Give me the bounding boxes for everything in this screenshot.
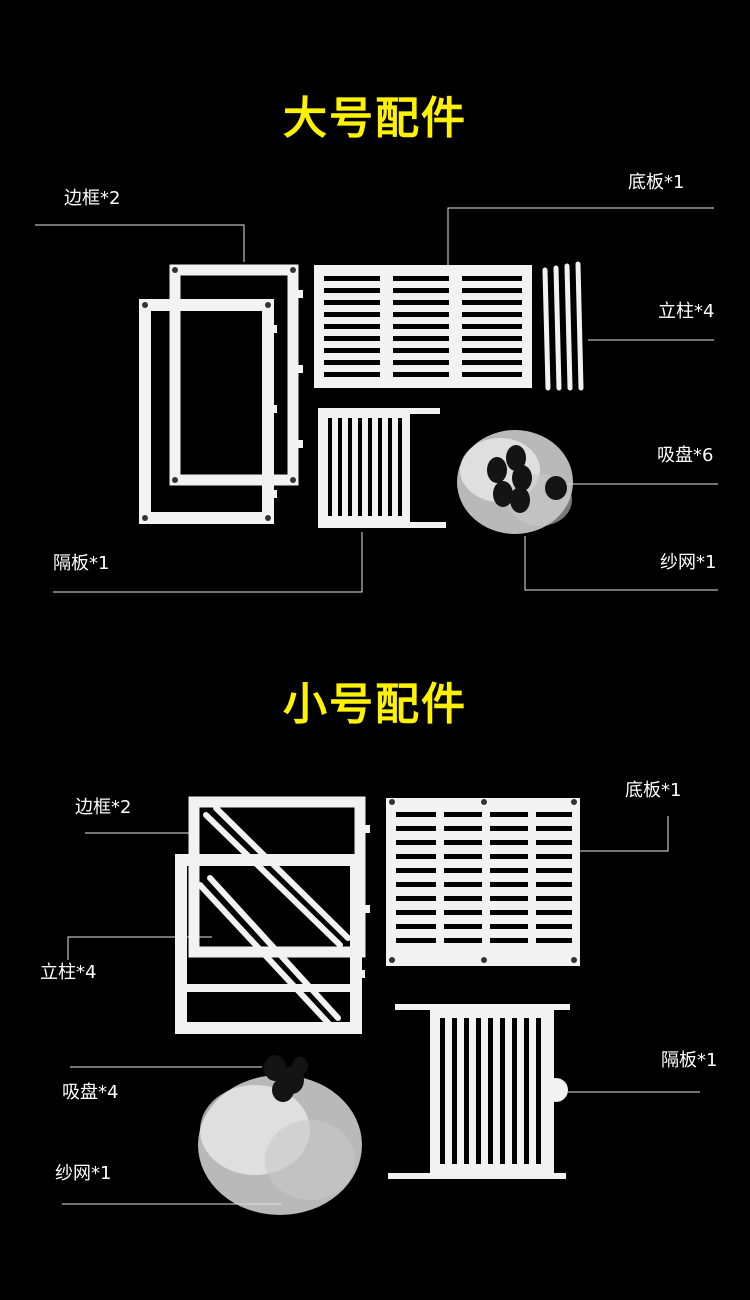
large-posts [542,261,584,391]
small-divider [388,1004,570,1179]
small-frame-back [188,796,370,958]
large-frame-front [139,299,277,524]
small-parts-illustration [62,796,700,1215]
large-label-base: 底板*1 [628,172,685,193]
large-title: 大号配件 [283,93,467,144]
small-label-post: 立柱*4 [40,962,97,983]
large-label-frame: 边框*2 [64,188,121,209]
small-net [198,1075,362,1215]
leader-line-base [447,207,714,265]
large-label-sucker: 吸盘*6 [657,445,714,466]
small-label-sucker: 吸盘*4 [62,1082,119,1103]
large-label-divider: 隔板*1 [53,553,110,574]
small-base-plate [386,798,580,966]
small-frame-front [175,854,365,1034]
small-label-divider: 隔板*1 [661,1050,718,1071]
section-large: 大号配件 [0,0,750,640]
small-title: 小号配件 [283,679,467,730]
small-suckers [264,1055,308,1102]
small-label-net: 纱网*1 [55,1163,112,1184]
large-leader-lines [35,207,718,593]
small-posts [197,805,351,1028]
section-small: 小号配件 [0,640,750,1300]
small-label-frame: 边框*2 [75,797,132,818]
large-divider [318,408,446,528]
small-label-base: 底板*1 [625,780,682,801]
large-frame-back [169,264,303,486]
large-suckers [487,445,567,513]
large-label-net: 纱网*1 [660,552,717,573]
large-label-post: 立柱*4 [658,301,715,322]
leader-line-base [575,816,669,852]
small-leader-lines [62,816,700,1205]
leader-line-frame [35,224,245,262]
large-net [457,430,573,534]
leader-line-post [67,936,212,960]
large-base-plate [314,265,532,388]
